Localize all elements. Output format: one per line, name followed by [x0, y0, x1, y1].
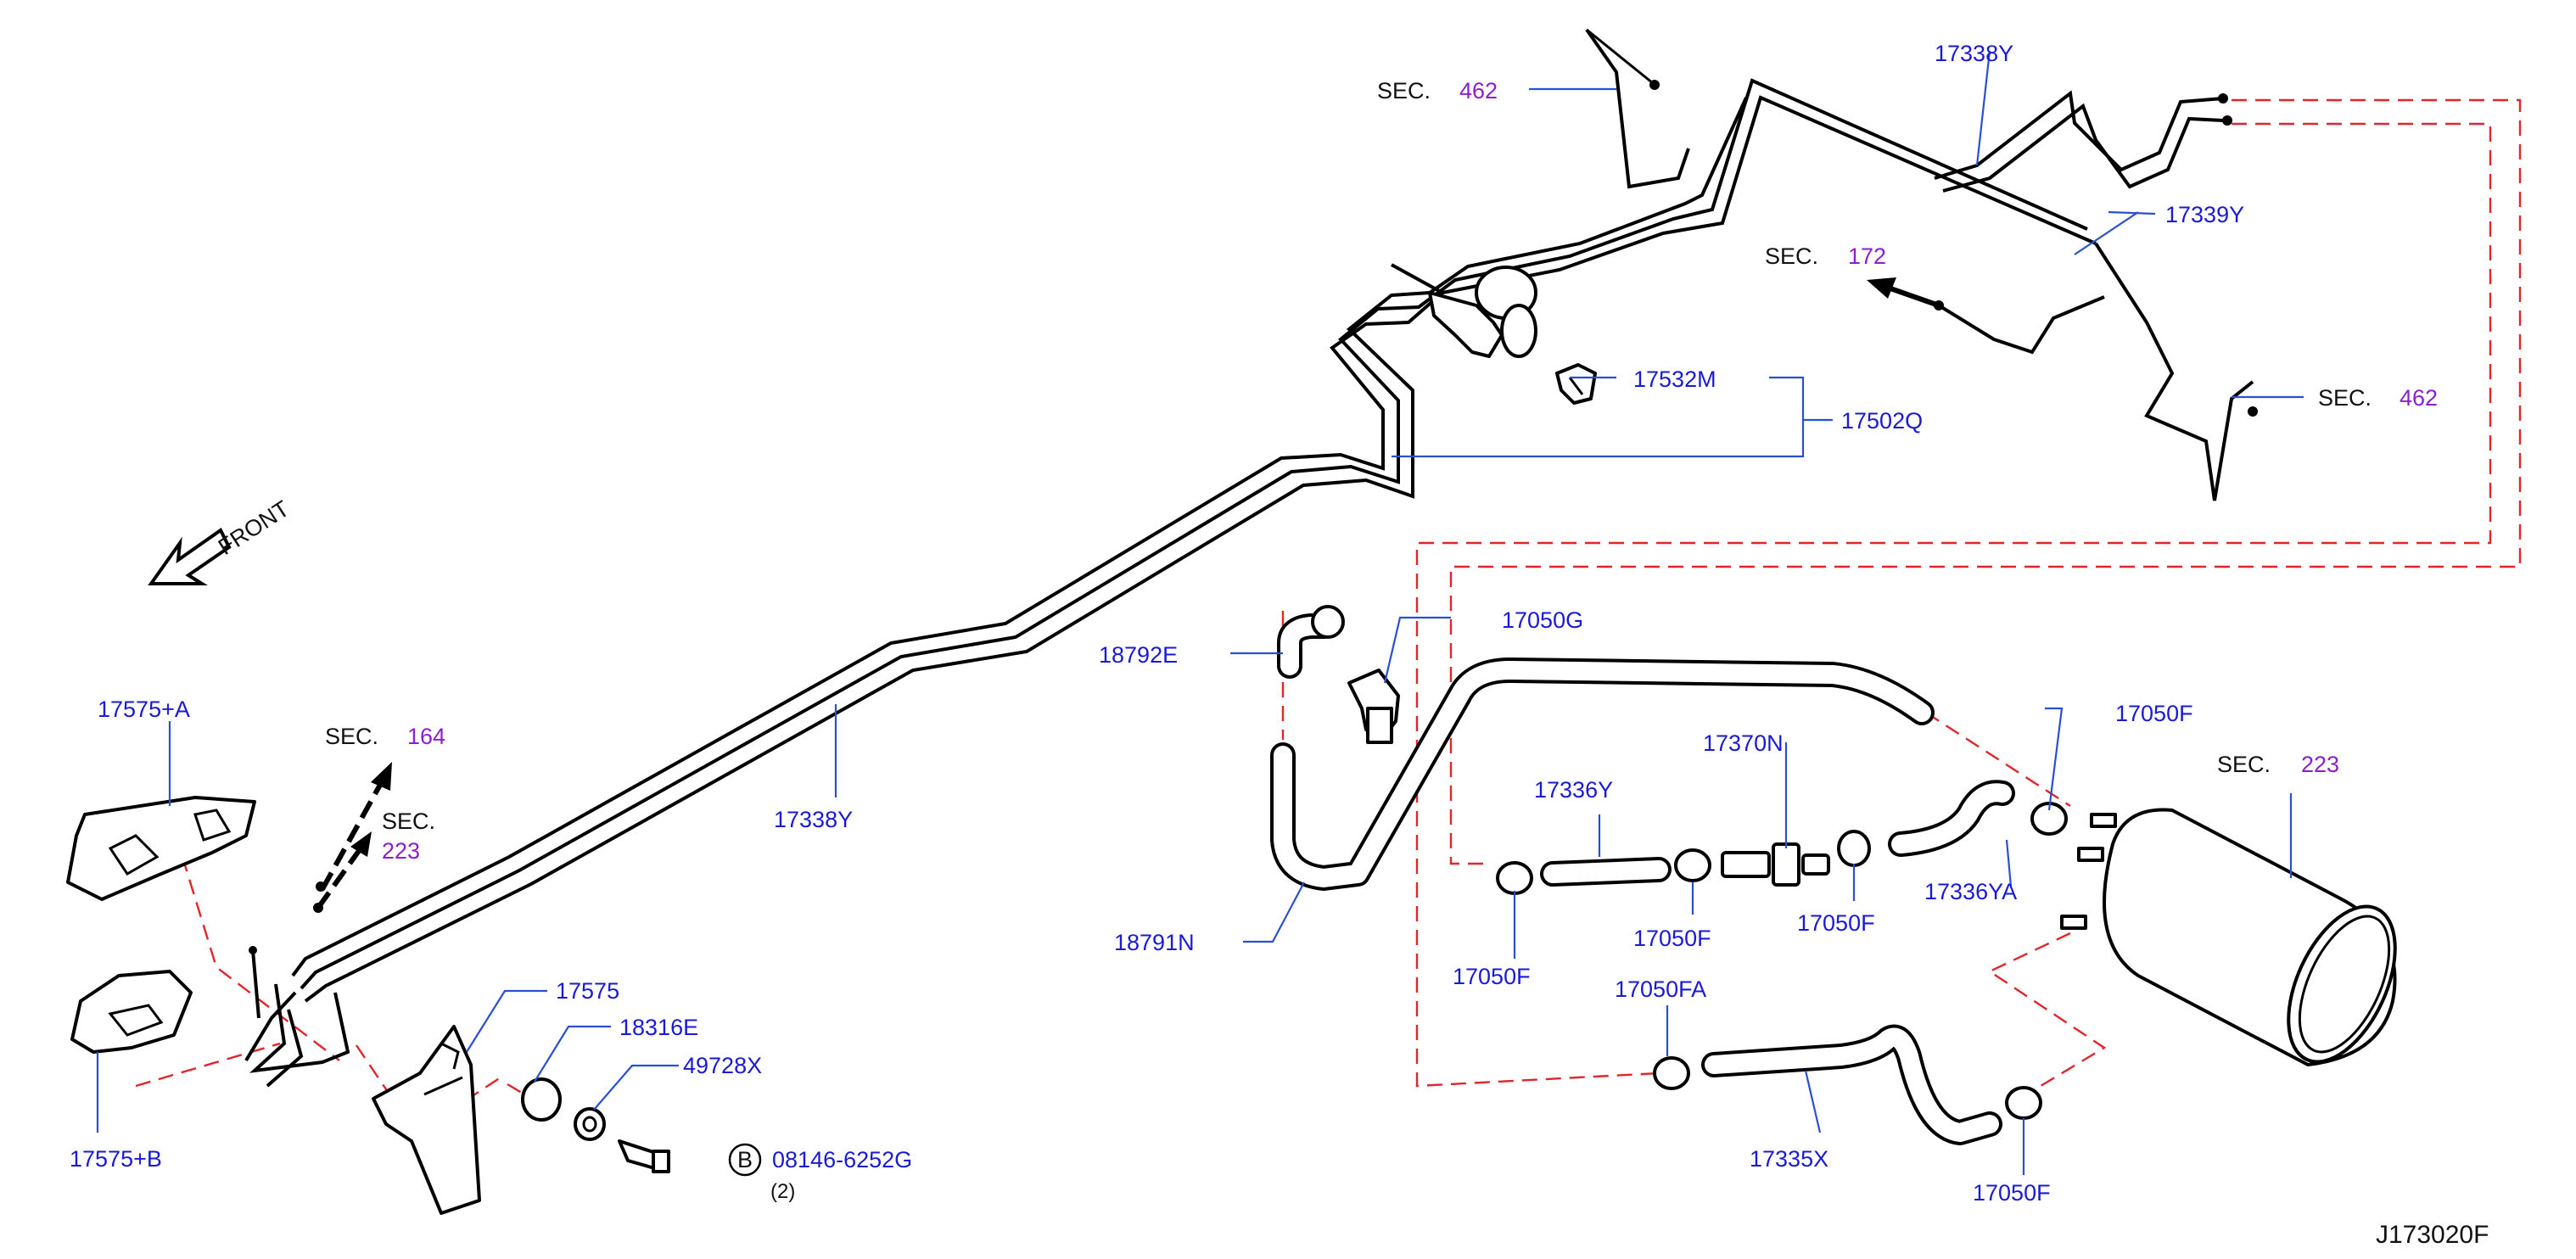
- part-17050F-bottom: 17050F: [1973, 1180, 2051, 1206]
- part-17502Q: 17502Q: [1841, 408, 1923, 434]
- part-18791N: 18791N: [1114, 930, 1195, 955]
- part-17336Y: 17336Y: [1534, 777, 1613, 803]
- part-17339Y: 17339Y: [2165, 202, 2244, 227]
- sec-462-right: 462: [2400, 385, 2438, 411]
- upper-right-tubes: [1585, 28, 2258, 501]
- sec-word-164: SEC.: [325, 724, 378, 749]
- valve-17370N: [1721, 842, 1830, 887]
- part-17575: 17575: [556, 978, 619, 1004]
- part-17050F-a: 17050F: [1453, 964, 1531, 989]
- part-17050F-c: 17050F: [1797, 910, 1875, 936]
- main-fuel-tube-assembly: [244, 78, 2097, 1088]
- part-17050F-b: 17050F: [1633, 926, 1711, 951]
- part-17050FA: 17050FA: [1615, 976, 1706, 1002]
- dashed-assembly-lines: [135, 98, 2522, 1135]
- bolt-marker: B: [728, 1143, 762, 1177]
- part-18792E: 18792E: [1099, 642, 1178, 668]
- part-08146-6252G: 08146-6252G: [772, 1147, 912, 1172]
- sec-word-462-top: SEC.: [1377, 78, 1431, 104]
- part-17575B: 17575+B: [70, 1146, 162, 1172]
- part-17336YA: 17336YA: [1924, 879, 2017, 904]
- section-arrows: [313, 277, 1940, 913]
- part-17335X: 17335X: [1750, 1146, 1828, 1172]
- part-17532M: 17532M: [1633, 367, 1716, 392]
- bolt-quantity: (2): [770, 1180, 795, 1203]
- part-17370N: 17370N: [1703, 730, 1784, 756]
- part-49728X: 49728X: [683, 1053, 762, 1078]
- part-17050F-right: 17050F: [2115, 701, 2193, 726]
- quick-connector-17502Q: [1391, 263, 1537, 358]
- part-17050G: 17050G: [1502, 607, 1583, 633]
- part-18316E: 18316E: [619, 1015, 698, 1040]
- canister-sec-223: [2060, 808, 2397, 1066]
- bracket-17050G: [1347, 669, 1400, 744]
- sec-word-172: SEC.: [1765, 243, 1818, 269]
- bolt-08146-6252G: [618, 1139, 670, 1173]
- labels: FRONT SEC. 462 SEC. 172 SEC. 462 SEC. 16…: [70, 41, 2489, 1249]
- sec-462-top: 462: [1459, 78, 1498, 104]
- sec-172: 172: [1848, 243, 1886, 269]
- clamps: [1496, 802, 2068, 1120]
- part-17338Y-bottom: 17338Y: [774, 807, 853, 832]
- sec-word-223-left: SEC.: [382, 809, 435, 834]
- grommet-18316E: [521, 1077, 562, 1122]
- sec-word-462-right: SEC.: [2318, 385, 2372, 411]
- bolt-marker-letter: B: [737, 1147, 753, 1172]
- brackets-left: [66, 796, 256, 1054]
- sec-word-223-right: SEC.: [2217, 752, 2271, 777]
- clip-17532M: [1555, 363, 1597, 405]
- sec-164: 164: [407, 724, 445, 749]
- leader-lines: [96, 50, 2304, 1175]
- front-arrow-icon: [148, 528, 232, 585]
- washer-49728X: [574, 1107, 606, 1141]
- hoses: [1270, 605, 2015, 1145]
- part-17575A: 17575+A: [98, 697, 190, 722]
- front-label: FRONT: [214, 495, 294, 560]
- part-17338Y-top: 17338Y: [1935, 41, 2013, 66]
- sec-223-right: 223: [2301, 752, 2339, 777]
- drawing-id: J173020F: [2376, 1221, 2489, 1249]
- sec-223-left: 223: [382, 838, 420, 864]
- bracket-17575: [372, 1025, 481, 1215]
